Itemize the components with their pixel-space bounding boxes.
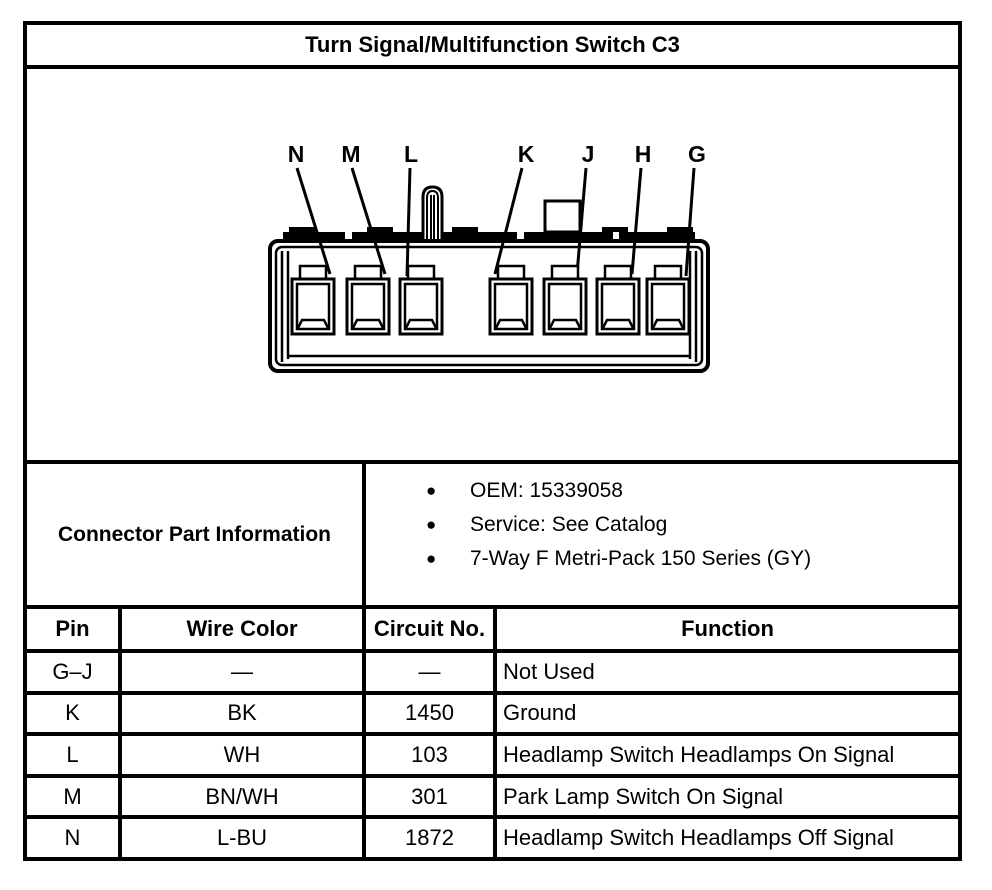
- figure-title: Turn Signal/Multifunction Switch C3: [27, 25, 958, 69]
- part-info-bullet-item: ● OEM: 15339058: [426, 474, 958, 508]
- pin-label-m: M: [341, 141, 360, 167]
- part-info-label: Connector Part Information: [27, 464, 366, 605]
- pin-table-cell: 103: [366, 736, 497, 774]
- terminal-l: [398, 264, 444, 336]
- pin-table-cell: L: [27, 736, 122, 774]
- pin-label-j: J: [582, 141, 595, 167]
- pin-table-cell: M: [27, 777, 122, 816]
- part-info-bullets: ● OEM: 15339058 ● Service: See Catalog ● 7-Wa…: [366, 464, 958, 605]
- connector-diagram: N M L K J H G: [27, 69, 958, 464]
- terminal-h: [595, 264, 641, 336]
- connector-drawing: N M L K J H G: [268, 141, 710, 373]
- pin-table-cell: Ground: [503, 700, 577, 726]
- pin-table-cell: —: [122, 653, 366, 691]
- part-info-bullet-text: Service: See Catalog: [470, 513, 668, 536]
- bullet-icon: ●: [426, 481, 437, 500]
- pin-table-row: G–J——Not Used: [27, 653, 958, 695]
- pin-table-header-cell: Function: [681, 616, 774, 641]
- pin-label-n: N: [288, 141, 305, 167]
- pin-table-header-cell: Circuit No.: [366, 609, 497, 649]
- pin-table-cell: N: [27, 819, 122, 857]
- terminal-k: [488, 264, 534, 336]
- pin-label-g: G: [688, 141, 706, 167]
- part-info-bullet-item: ● 7-Way F Metri-Pack 150 Series (GY): [426, 542, 958, 576]
- pin-table-cell: G–J: [27, 653, 122, 691]
- connector-body: [268, 185, 710, 373]
- pin-table-cell: BN/WH: [122, 777, 366, 816]
- pin-table-header-cell: Wire Color: [122, 609, 366, 649]
- pin-label-h: H: [635, 141, 652, 167]
- connector-figure: Turn Signal/Multifunction Switch C3 N M …: [23, 21, 962, 861]
- terminals: [290, 264, 691, 336]
- terminal-n: [290, 264, 336, 336]
- part-info-bullet-text: OEM: 15339058: [470, 479, 623, 502]
- pin-table-cell: —: [366, 653, 497, 691]
- pin-table-cell: Headlamp Switch Headlamps On Signal: [503, 741, 895, 767]
- pin-table-cell: 1450: [366, 694, 497, 733]
- part-info-bullet-text: 7-Way F Metri-Pack 150 Series (GY): [470, 547, 812, 570]
- pin-table-header-cell: Pin: [27, 609, 122, 649]
- part-info-row: Connector Part Information ● OEM: 1533905…: [27, 464, 958, 609]
- pin-leader-lines: [295, 167, 696, 277]
- bullet-icon: ●: [426, 549, 437, 568]
- pin-table-cell: Park Lamp Switch On Signal: [503, 783, 784, 809]
- pin-table-cell: BK: [122, 694, 366, 733]
- pin-table-cell: K: [27, 694, 122, 733]
- pin-table-cell: 1872: [366, 819, 497, 857]
- pin-table-cell: WH: [122, 736, 366, 774]
- latch-key: [421, 185, 444, 240]
- pin-table-cell: Not Used: [503, 658, 595, 684]
- pin-label-k: K: [518, 141, 535, 167]
- part-info-bullet-item: ● Service: See Catalog: [426, 508, 958, 542]
- terminal-j: [542, 264, 588, 336]
- pin-table-cell: L-BU: [122, 819, 366, 857]
- pin-label-l: L: [404, 141, 418, 167]
- terminal-g: [645, 264, 691, 336]
- pin-table-cell: Headlamp Switch Headlamps Off Signal: [503, 825, 894, 851]
- index-tab: [543, 199, 582, 234]
- pin-table-cell: 301: [366, 777, 497, 816]
- bullet-icon: ●: [426, 515, 437, 534]
- terminal-m: [345, 264, 391, 336]
